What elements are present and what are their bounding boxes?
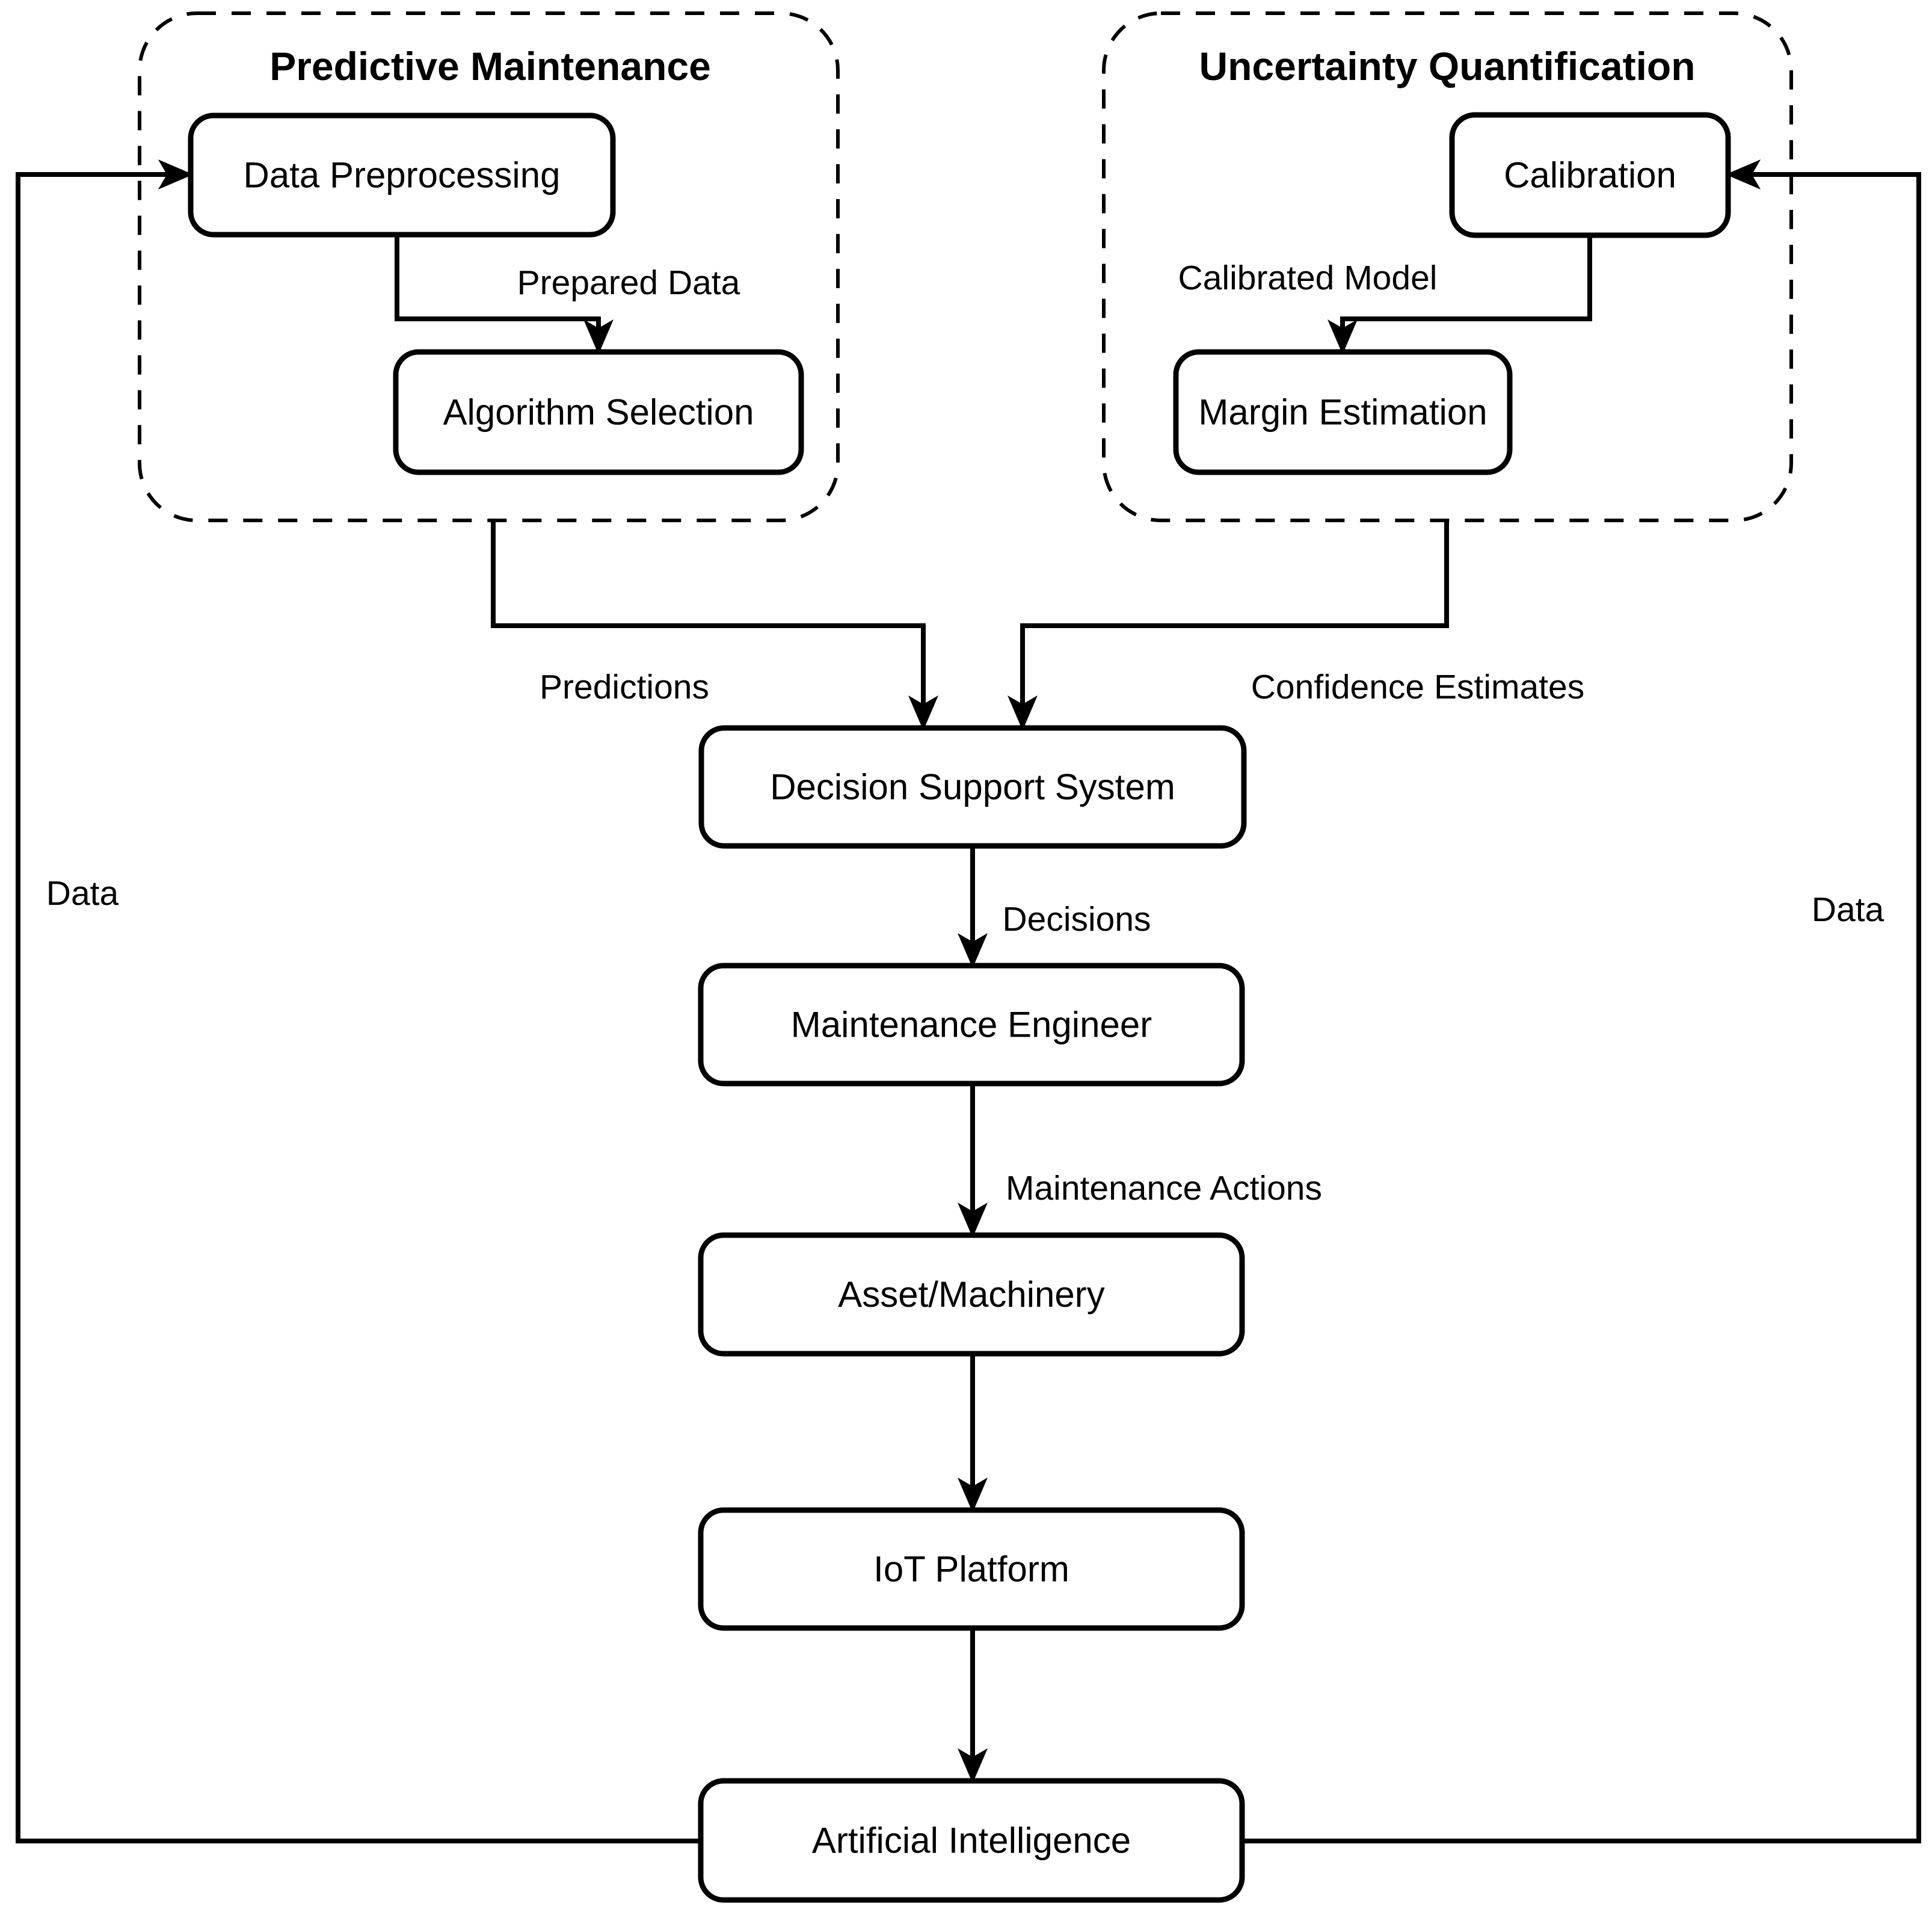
container-title-predictive-maintenance: Predictive Maintenance: [269, 44, 711, 88]
node-data-preprocessing-box: [188, 113, 616, 238]
edge-dp-to-as: [395, 235, 614, 355]
edge-ai-to-dp-feedback: [16, 159, 701, 1843]
node-decision-support-system-label: Decision Support System: [770, 767, 1175, 807]
edge-label-maintenance-actions: Maintenance Actions: [1006, 1169, 1322, 1207]
node-artificial-intelligence-box: [698, 1778, 1245, 1903]
edge-layer: [16, 159, 1921, 1843]
edge-label-confidence-estimates: Confidence Estimates: [1251, 668, 1584, 706]
node-asset-machinery-label: Asset/Machinery: [838, 1274, 1105, 1315]
node-algorithm-selection-label: Algorithm Selection: [443, 392, 754, 433]
node-decision-support-system-box: [698, 725, 1247, 849]
edge-label-data-left: Data: [46, 874, 119, 913]
node-maintenance-engineer-box: [698, 963, 1245, 1087]
container-title-uncertainty-quantification: Uncertainty Quantification: [1199, 44, 1695, 88]
node-maintenance-engineer-label: Maintenance Engineer: [791, 1005, 1152, 1045]
node-margin-estimation-label: Margin Estimation: [1198, 392, 1487, 433]
edge-pm-to-dss: [491, 520, 938, 731]
edge-cal-to-me: [1327, 235, 1592, 355]
node-data-preprocessing-label: Data Preprocessing: [244, 155, 561, 196]
edge-label-calibrated-model: Calibrated Model: [1178, 259, 1438, 297]
node-artificial-intelligence-label: Artificial Intelligence: [812, 1821, 1131, 1861]
container-predictive-maintenance: [138, 11, 840, 522]
node-algorithm-selection-box: [393, 349, 804, 475]
edge-label-predictions: Predictions: [540, 668, 709, 706]
node-calibration-box: [1449, 112, 1731, 238]
node-calibration-label: Calibration: [1504, 155, 1676, 196]
node-iot-platform-box: [698, 1507, 1245, 1631]
container-layer: Predictive Maintenance Uncertainty Quanti…: [138, 11, 1793, 522]
edge-uq-to-dss: [1008, 520, 1449, 731]
edge-label-layer: Prepared Data Calibrated ModelPredictions…: [46, 259, 1884, 1207]
edge-label-data-right: Data: [1812, 890, 1884, 929]
edge-label-decisions: Decisions: [1002, 900, 1151, 939]
edge-ai-to-cal-feedback: [1242, 159, 1921, 1843]
node-margin-estimation-box: [1173, 349, 1513, 475]
node-iot-platform-label: IoT Platform: [873, 1549, 1069, 1590]
node-asset-machinery-box: [698, 1232, 1245, 1357]
edge-label-prepared-data: Prepared Data: [517, 264, 740, 302]
